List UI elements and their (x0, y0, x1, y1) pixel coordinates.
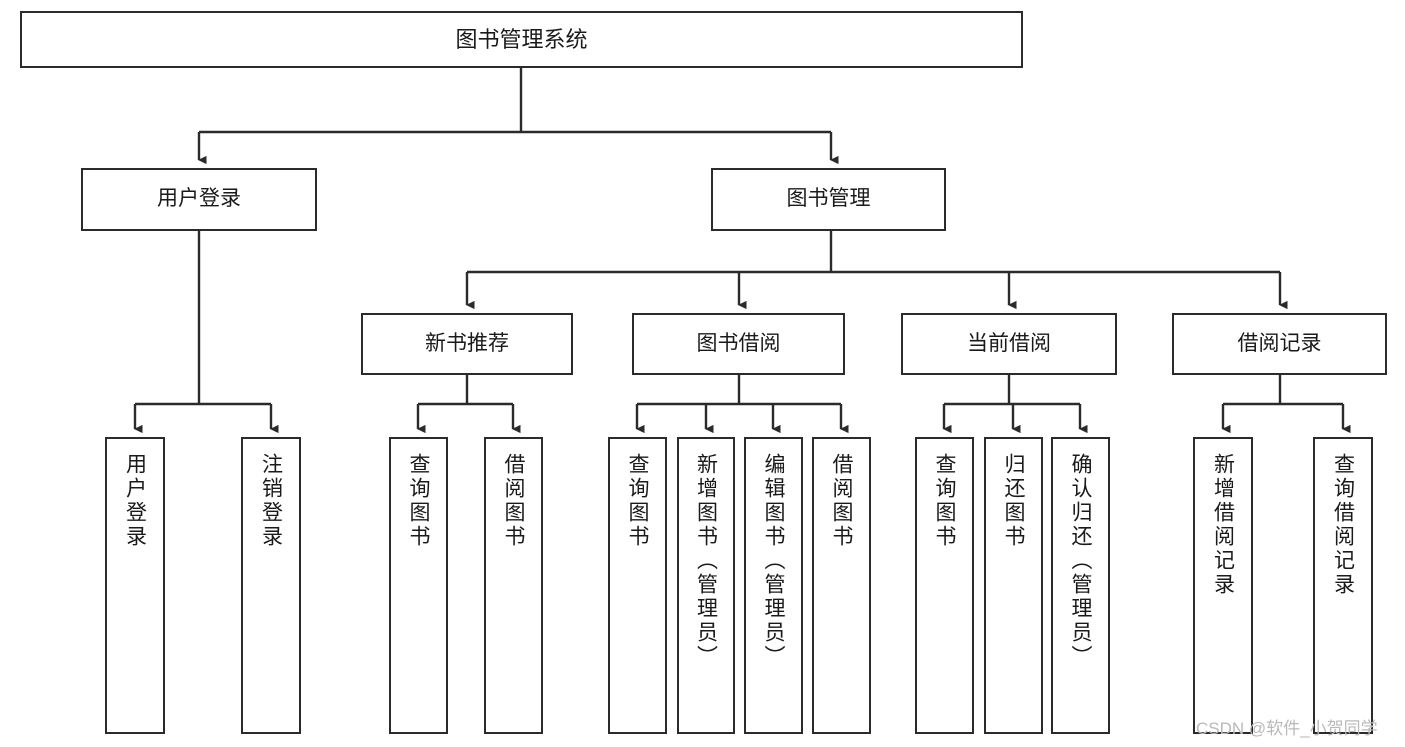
node-label: 图书借阅 (696, 331, 781, 355)
node-label: 图书管理 (786, 187, 871, 211)
node-label: 新增图书（管理员） (694, 453, 718, 669)
leaf-logout[interactable]: 注销登录 (241, 437, 301, 734)
node-label: 新书推荐 (425, 331, 509, 355)
leaf-add-book-admin[interactable]: 新增图书（管理员） (677, 437, 735, 734)
node-label: 图书管理系统 (455, 26, 588, 52)
node-label: 注销登录 (259, 453, 283, 549)
leaf-user-login[interactable]: 用户登录 (105, 437, 165, 734)
node-label: 用户登录 (157, 187, 241, 211)
node-label: 当前借阅 (967, 331, 1051, 355)
leaf-confirm-return-admin[interactable]: 确认归还（管理员） (1051, 437, 1110, 734)
node-label: 新增借阅记录 (1211, 453, 1235, 597)
leaf-query-books-current[interactable]: 查询图书 (915, 437, 974, 734)
node-label: 借阅图书 (502, 453, 525, 549)
node-current-borrowing[interactable]: 当前借阅 (901, 313, 1117, 375)
node-label: 查询图书 (407, 453, 430, 549)
leaf-return-books[interactable]: 归还图书 (984, 437, 1043, 734)
leaf-edit-book-admin[interactable]: 编辑图书（管理员） (744, 437, 803, 734)
node-user-login[interactable]: 用户登录 (81, 168, 317, 231)
node-label: 用户登录 (123, 453, 147, 549)
node-label: 查询借阅记录 (1331, 453, 1355, 597)
node-label: 编辑图书（管理员） (762, 453, 785, 669)
node-book-borrowing[interactable]: 图书借阅 (632, 313, 845, 375)
node-new-book-recommendation[interactable]: 新书推荐 (361, 313, 573, 375)
node-borrowing-records[interactable]: 借阅记录 (1172, 313, 1387, 375)
leaf-query-borrowing-record[interactable]: 查询借阅记录 (1313, 437, 1373, 734)
leaf-borrow-books-borrowing[interactable]: 借阅图书 (812, 437, 871, 734)
node-label: 查询图书 (933, 453, 956, 549)
node-label: 查询图书 (626, 453, 649, 549)
node-root-book-management-system[interactable]: 图书管理系统 (20, 11, 1023, 68)
leaf-query-books-borrowing[interactable]: 查询图书 (608, 437, 667, 734)
leaf-add-borrowing-record[interactable]: 新增借阅记录 (1193, 437, 1253, 734)
node-label: 确认归还（管理员） (1069, 453, 1092, 669)
leaf-query-books-recommend[interactable]: 查询图书 (389, 437, 448, 734)
node-label: 借阅记录 (1237, 331, 1322, 355)
node-book-management[interactable]: 图书管理 (711, 168, 946, 231)
watermark-text: CSDN @软件_小贺同学 (1196, 719, 1378, 738)
leaf-borrow-books-recommend[interactable]: 借阅图书 (484, 437, 543, 734)
node-label: 归还图书 (1002, 453, 1025, 549)
node-label: 借阅图书 (830, 453, 853, 549)
